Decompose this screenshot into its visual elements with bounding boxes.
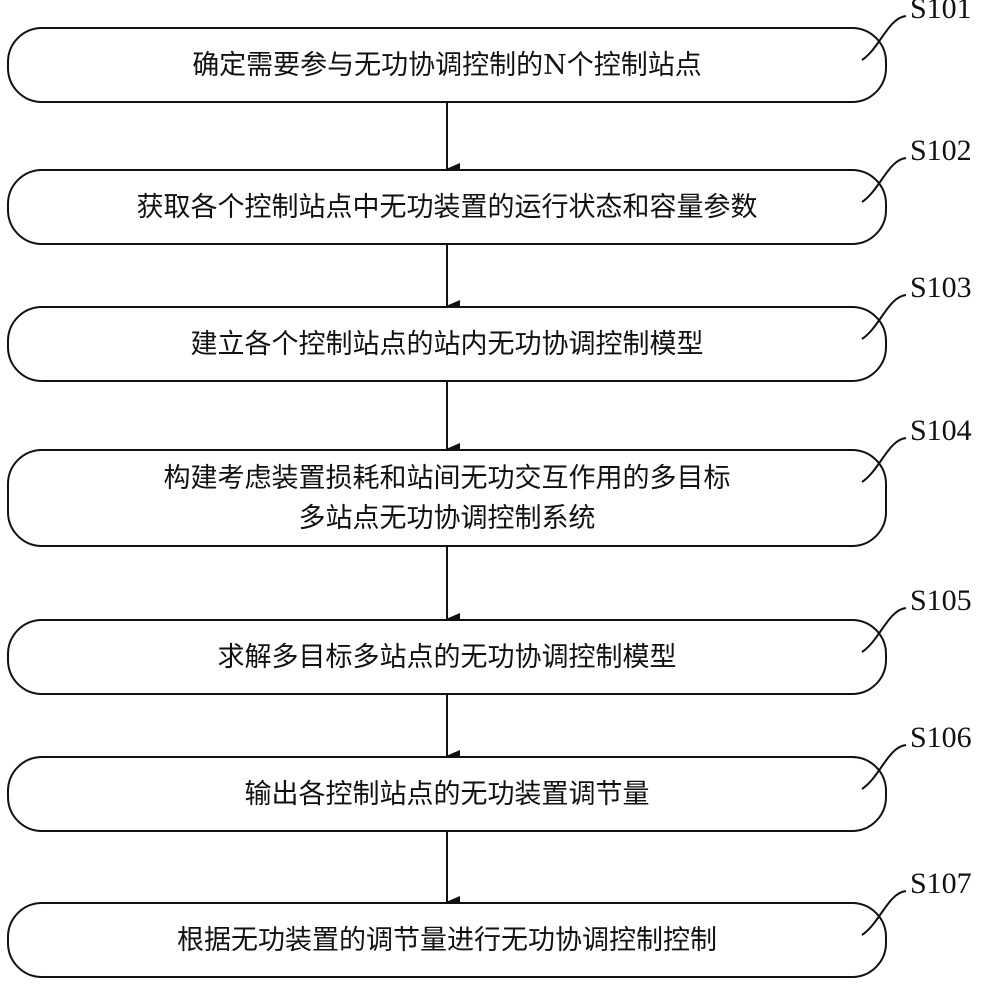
step-box <box>7 619 887 695</box>
step-text: 输出各控制站点的无功装置调节量 <box>245 779 650 810</box>
step-text: 建立各个控制站点的站内无功协调控制模型 <box>191 329 704 360</box>
label-leader-line <box>861 607 907 653</box>
step-s105: S105 求解多目标多站点的无功协调控制模型 <box>7 584 972 695</box>
step-text: 构建考虑装置损耗和站间无功交互作用的多目标 <box>164 463 731 494</box>
step-label: S106 <box>910 721 972 754</box>
step-box <box>7 27 887 103</box>
label-leader-line <box>861 890 907 936</box>
label-leader-line <box>861 15 907 61</box>
step-label: S101 <box>910 0 972 25</box>
step-s103: S103 建立各个控制站点的站内无功协调控制模型 <box>7 271 972 382</box>
step-label: S103 <box>910 271 972 304</box>
step-label: S105 <box>910 584 972 617</box>
step-box <box>7 756 887 832</box>
step-box <box>7 902 887 978</box>
step-s102: S102 获取各个控制站点中无功装置的运行状态和容量参数 <box>7 134 972 245</box>
step-label: S102 <box>910 134 972 167</box>
label-leader-line <box>861 744 907 790</box>
step-s101: S101 确定需要参与无功协调控制的N个控制站点 <box>7 0 972 103</box>
step-text: 根据无功装置的调节量进行无功协调控制控制 <box>177 925 717 956</box>
step-box <box>7 449 887 547</box>
step-text: 确定需要参与无功协调控制的N个控制站点 <box>192 50 702 81</box>
step-box <box>7 169 887 245</box>
step-s107: S107 根据无功装置的调节量进行无功协调控制控制 <box>7 867 972 978</box>
step-label: S107 <box>910 867 972 900</box>
step-text: 多站点无功协调控制系统 <box>299 503 596 534</box>
label-leader-line <box>861 157 907 203</box>
step-label: S104 <box>910 414 972 447</box>
step-s106: S106 输出各控制站点的无功装置调节量 <box>7 721 972 832</box>
label-leader-line <box>861 294 907 340</box>
step-text: 求解多目标多站点的无功协调控制模型 <box>218 642 677 673</box>
label-leader-line <box>861 437 907 483</box>
step-text: 获取各个控制站点中无功装置的运行状态和容量参数 <box>137 192 758 223</box>
step-box <box>7 306 887 382</box>
